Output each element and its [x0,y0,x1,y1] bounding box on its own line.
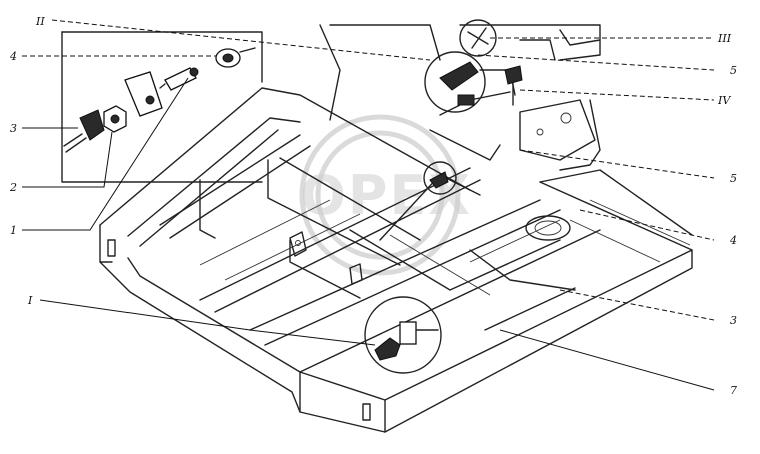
connector-part-3 [63,109,105,153]
callout-3-left: 3 [10,122,17,135]
union-nut-part-4 [215,47,256,68]
callout-7-right: 7 [730,384,737,397]
detail-mid [423,161,457,195]
callout-IV-right: IV [717,94,731,107]
callout-5-right-lower: 5 [730,172,737,185]
fitting-IV [504,65,523,106]
callout-4-right: 4 [729,234,737,247]
callout-labels: II 4 3 2 1 I III 5 IV 5 4 3 7 [9,15,737,397]
nipple-part-1 [159,67,199,91]
callout-II-left: II [35,15,45,28]
detail-I [364,296,442,374]
exploded-parts-panel [61,31,263,183]
watermark: OPEX [299,114,472,276]
callout-5-right-upper: 5 [730,64,737,77]
detail-II [424,51,516,113]
callout-III-right: III [717,32,732,45]
watermark-text: OPEX [300,164,472,227]
plate [124,71,163,117]
frame [99,24,693,433]
callout-1-left: 1 [10,224,17,237]
callout-I-left: I [27,294,33,307]
leader-lines [22,19,715,391]
callout-2-left: 2 [9,181,17,194]
detail-III [459,19,497,57]
callout-4-left: 4 [9,50,17,63]
hex-nut-part-2 [103,105,127,133]
callout-3-right: 3 [730,314,737,327]
